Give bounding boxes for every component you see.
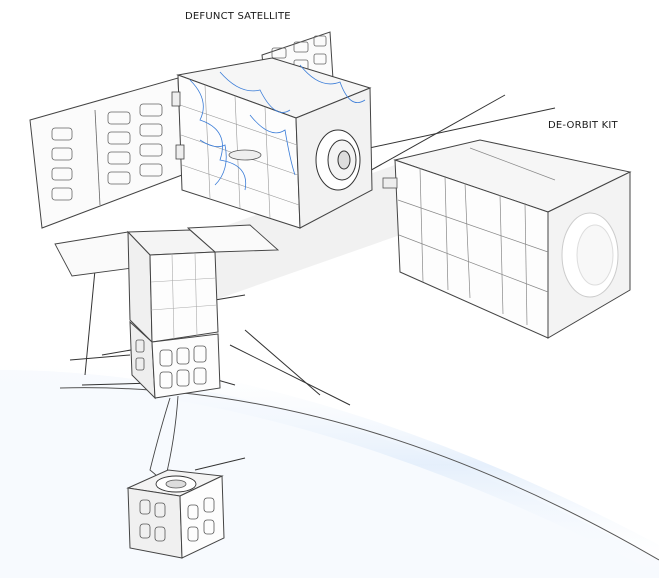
defunct-satellite-label: DEFUNCT SATELLITE <box>185 11 291 22</box>
deorbit-kit-label: DE-ORBIT KIT <box>548 120 618 131</box>
deorbit-kit-body <box>382 139 632 339</box>
defunct-satellite-body <box>171 57 373 229</box>
earth-horizon <box>0 355 659 578</box>
cubesat-upper <box>54 224 280 344</box>
cubesat-lower <box>126 469 225 559</box>
cubesat-middle <box>129 320 221 400</box>
